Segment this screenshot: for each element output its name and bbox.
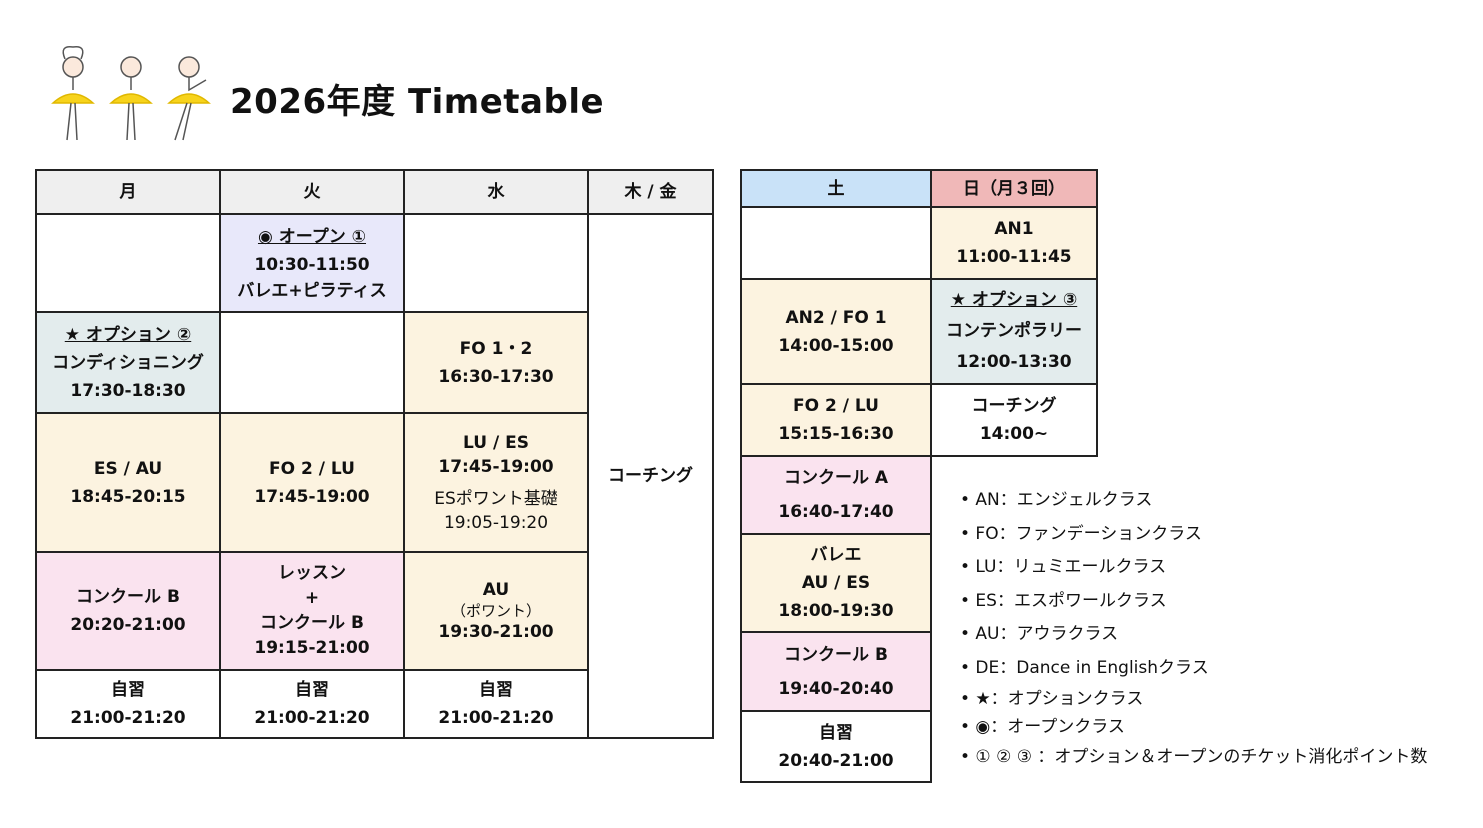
class-name: FO 2 / LU: [269, 458, 355, 479]
class-time: 15:15-16:30: [778, 424, 894, 444]
class-note: （ポワント）: [450, 602, 541, 620]
class-time: 20:20-21:00: [70, 615, 186, 635]
class-name: AN2 / FO 1: [785, 307, 887, 328]
class-name: コンクール B: [76, 587, 180, 607]
sat-self-study: 自習 20:40-21:00: [740, 710, 932, 783]
sun-coaching: コーチング 14:00~: [930, 383, 1098, 457]
tue-fo2-lu: FO 2 / LU 17:45-19:00: [219, 412, 405, 553]
class-name: 自習: [819, 722, 853, 743]
class-time: 14:00-15:00: [778, 335, 894, 356]
class-time: 12:00-13:30: [956, 352, 1072, 372]
class-name: コーチング: [971, 396, 1057, 416]
ballerina-illustration: [51, 46, 211, 141]
legend-item: • FO：ファンデーションクラス: [960, 523, 1202, 544]
class-label: ◉ オープン ①: [257, 227, 367, 247]
header-sat: 土: [740, 169, 932, 208]
class-time: 17:45-19:00: [254, 486, 370, 507]
legend-item: • AN：エンジェルクラス: [960, 490, 1153, 510]
class-time: 20:40-21:00: [778, 750, 894, 771]
class-name: コーチング: [608, 466, 693, 486]
header-wed: 水: [403, 169, 589, 215]
mon-concours-b: コンクール B 20:20-21:00: [35, 551, 221, 671]
class-time: 16:30-17:30: [438, 366, 554, 387]
legend-item: • AU：アウラクラス: [960, 624, 1119, 644]
class-time: 19:15-21:00: [254, 638, 370, 658]
tue-lesson-concours: レッスン + コンクール B 19:15-21:00: [219, 551, 405, 671]
class-name: 自習: [111, 680, 145, 700]
class-time: 19:05-19:20: [443, 512, 549, 533]
class-name: AU: [482, 580, 510, 600]
sat-class: AN2 / FO 1 14:00-15:00: [740, 278, 932, 385]
class-name: 自習: [479, 680, 513, 700]
class-time: 17:45-19:00: [438, 456, 554, 477]
class-name: AN1: [994, 219, 1034, 239]
class-name: バレエ+ピラティス: [237, 281, 387, 301]
class-name: ESポワント基礎: [434, 488, 558, 509]
class-time: 11:00-11:45: [956, 247, 1072, 267]
class-label: ★ オプション ②: [64, 324, 192, 345]
class-label: ★ オプション ③: [950, 290, 1078, 310]
legend-item: • ◉：オープンクラス: [960, 717, 1125, 737]
class-time: 21:00-21:20: [70, 708, 186, 728]
class-name: コンディショニング: [52, 352, 204, 373]
class-name: LU / ES: [463, 432, 529, 453]
legend: • AN：エンジェルクラス • FO：ファンデーションクラス • LU：リュミエ…: [960, 484, 1427, 775]
wed-fo12: FO 1・2 16:30-17:30: [403, 311, 589, 414]
sun-option-class: ★ オプション ③ コンテンポラリー 12:00-13:30: [930, 278, 1098, 385]
mon-self-study: 自習 21:00-21:20: [35, 669, 221, 739]
class-time: 19:30-21:00: [438, 622, 554, 642]
class-name: FO 2 / LU: [793, 396, 879, 416]
class-name: コンクール A: [783, 468, 889, 488]
class-name: 自習: [295, 680, 329, 700]
header-tue: 火: [219, 169, 405, 215]
wed-self-study: 自習 21:00-21:20: [403, 669, 589, 739]
wed-lu-es: LU / ES 17:45-19:00 ESポワント基礎 19:05-19:20: [403, 412, 589, 553]
class-time: 19:40-20:40: [778, 678, 894, 699]
header-mon: 月: [35, 169, 221, 215]
class-time: 17:30-18:30: [70, 380, 186, 401]
sat-empty: [740, 206, 932, 280]
class-name: レッスン: [278, 563, 346, 583]
wed-au-pointe: AU （ポワント） 19:30-21:00: [403, 551, 589, 671]
legend-item: • DE：Dance in Englishクラス: [960, 657, 1209, 678]
legend-item: • LU：リュミエールクラス: [960, 557, 1167, 577]
legend-item: • ① ② ③ ：オプション＆オープンのチケット消化ポイント数: [960, 747, 1428, 767]
legend-item: • ES：エスポワールクラス: [960, 590, 1167, 611]
sun-an1: AN1 11:00-11:45: [930, 206, 1098, 280]
class-name: コンクール B: [260, 613, 364, 633]
mon-option-class: ★ オプション ② コンディショニング 17:30-18:30: [35, 311, 221, 414]
sat-class: コンクール A 16:40-17:40: [740, 455, 932, 535]
class-time: 21:00-21:20: [438, 708, 554, 728]
tue-open-class: ◉ オープン ① 10:30-11:50 バレエ+ピラティス: [219, 213, 405, 313]
mon-es-au: ES / AU 18:45-20:15: [35, 412, 221, 553]
class-name: ES / AU: [93, 458, 163, 479]
class-time: 18:45-20:15: [70, 486, 186, 507]
class-name: コンテンポラリー: [946, 321, 1082, 341]
thu-fri-coaching: コーチング: [587, 213, 714, 739]
wed-empty: [403, 213, 589, 313]
tue-self-study: 自習 21:00-21:20: [219, 669, 405, 739]
tue-empty: [219, 311, 405, 414]
page-title: 2026年度 Timetable: [230, 82, 605, 122]
plus-sign: +: [304, 588, 320, 608]
class-name: AU / ES: [801, 573, 871, 593]
header-sun: 日（月３回）: [930, 169, 1098, 208]
mon-empty: [35, 213, 221, 313]
class-time: 21:00-21:20: [254, 708, 370, 728]
class-name: バレエ: [810, 545, 862, 565]
class-time: 10:30-11:50: [254, 255, 370, 275]
class-time: 16:40-17:40: [778, 502, 894, 522]
header-thu-fri: 木 / 金: [587, 169, 714, 215]
legend-item: • ★：オプションクラス: [960, 689, 1144, 709]
class-name: FO 1・2: [459, 338, 533, 359]
class-time: 18:00-19:30: [778, 601, 894, 621]
class-name: コンクール B: [784, 644, 888, 665]
sat-class: バレエ AU / ES 18:00-19:30: [740, 533, 932, 633]
sat-class: FO 2 / LU 15:15-16:30: [740, 383, 932, 457]
sat-class: コンクール B 19:40-20:40: [740, 631, 932, 712]
class-time: 14:00~: [979, 424, 1049, 444]
